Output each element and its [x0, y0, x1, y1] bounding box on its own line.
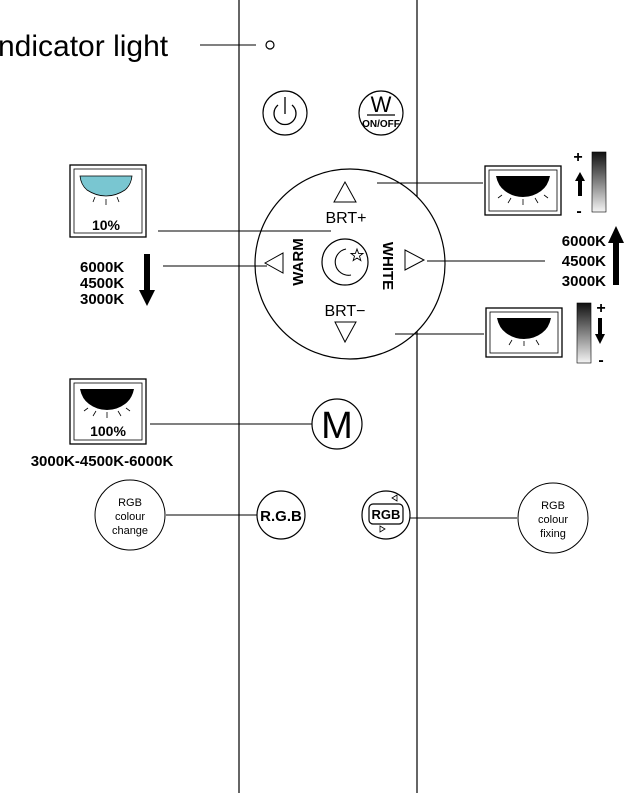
indicator-callout-label: ndicator light [0, 30, 169, 63]
rgb-fixing-note-line-1: RGB [541, 500, 565, 512]
brightness-up-minus: - [576, 203, 581, 220]
mode-cycle-label: 3000K-4500K-6000K [31, 453, 174, 470]
rgb-fixing-note: RGB colour fixing [517, 482, 589, 554]
rgb-change-note-line-2: colour [115, 511, 145, 523]
warm-button[interactable]: WARM [263, 238, 307, 286]
brightness-gradient-up [591, 151, 607, 213]
cycle-arrow-right-icon [379, 525, 386, 533]
dim-level-label: 10% [92, 217, 121, 233]
white-label: WHITE [379, 242, 396, 290]
white-onoff-top: W [371, 92, 392, 117]
night-light-button[interactable] [321, 238, 369, 286]
mode-label: M [321, 405, 353, 447]
brightness-gradient-down [576, 302, 592, 364]
warm-temp-2: 4500K [80, 275, 124, 292]
mode-button[interactable]: M [311, 398, 363, 450]
power-button[interactable] [262, 90, 308, 136]
white-temps: 6000K 4500K 3000K [562, 226, 624, 290]
rgb-fixing-note-line-3: fixing [540, 528, 566, 540]
arrow-up-small-icon [575, 172, 585, 196]
rgb-colour-change-button[interactable]: R.G.B [256, 490, 306, 540]
rgb-change-note-line-3: change [112, 525, 148, 537]
cycle-arrow-left-icon [391, 494, 398, 502]
brt-plus-label: BRT+ [325, 210, 366, 227]
brt-plus-button[interactable]: BRT+ [325, 180, 367, 227]
white-temp-2: 4500K [562, 253, 606, 270]
rgb-change-note: RGB colour change [94, 479, 166, 551]
rgb-fixing-label: RGB [372, 507, 401, 522]
brightness-down-minus: - [598, 352, 603, 369]
lamp-dim-icon [79, 175, 133, 197]
warm-temps: 6000K 4500K 3000K [80, 254, 155, 308]
white-onoff-bottom: ON/OFF [362, 119, 400, 130]
lamp-full-icon [496, 176, 550, 197]
white-temp-3: 3000K [562, 273, 606, 290]
warm-temp-1: 6000K [80, 259, 124, 276]
moon-star-icon [334, 247, 365, 276]
lamp-full-icon-3 [80, 389, 134, 410]
white-onoff-button[interactable]: W ON/OFF [358, 90, 404, 136]
arrow-down-icon [139, 254, 155, 306]
rgb-change-note-line-1: RGB [118, 497, 142, 509]
rgb-change-label: R.G.B [260, 508, 302, 525]
white-temp-1: 6000K [562, 233, 606, 250]
full-level-panel: 100% [69, 378, 147, 445]
lamp-full-icon-2 [497, 318, 551, 339]
brt-minus-label: BRT− [324, 303, 365, 320]
arrow-down-small-icon [595, 318, 605, 344]
warm-label: WARM [290, 238, 307, 286]
dim-level-panel: 10% [69, 164, 147, 238]
indicator-light [265, 40, 275, 50]
brightness-down-panel: + - [485, 300, 606, 369]
full-level-label: 100% [90, 423, 126, 439]
brightness-up-plus: + [573, 149, 582, 166]
rgb-fixing-note-line-2: colour [538, 514, 568, 526]
brightness-up-panel: + - [484, 149, 607, 220]
brightness-down-plus: + [596, 300, 605, 317]
white-button[interactable]: WHITE [379, 242, 426, 290]
warm-temp-3: 3000K [80, 291, 124, 308]
brt-minus-button[interactable]: BRT− [324, 303, 366, 344]
rgb-colour-fixing-button[interactable]: RGB [361, 490, 411, 540]
power-icon [273, 97, 297, 126]
arrow-up-icon [608, 226, 624, 285]
